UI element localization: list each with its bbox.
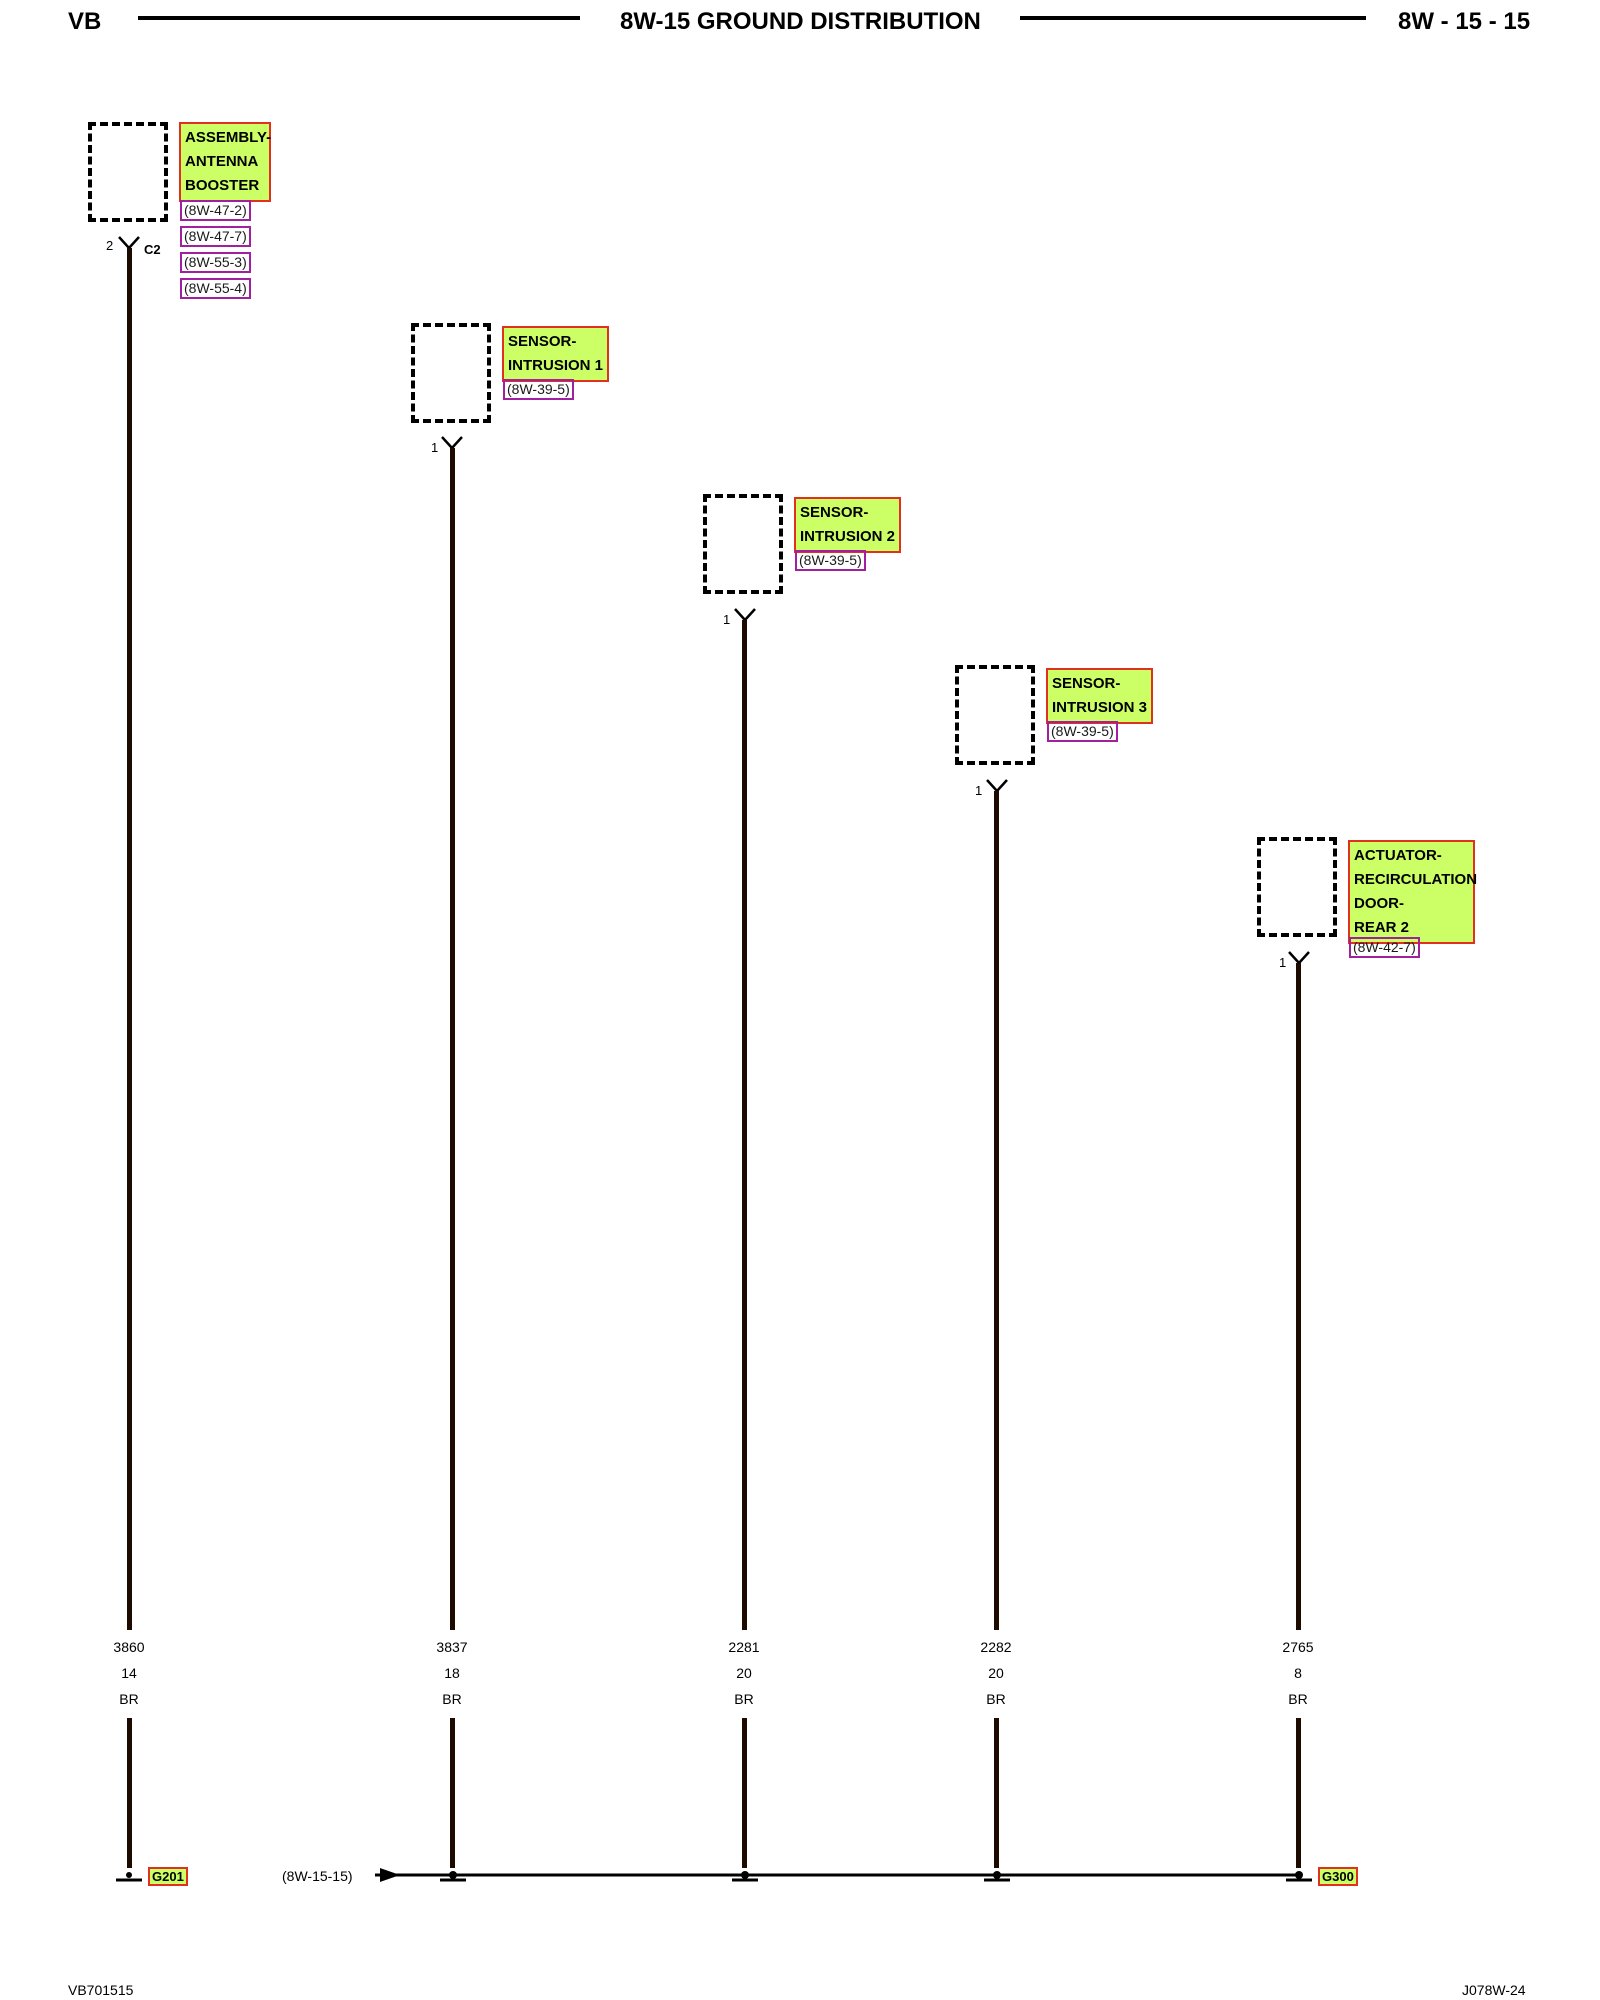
wire-3860-upper bbox=[127, 248, 132, 1630]
component-box-intrusion-2 bbox=[703, 494, 783, 594]
wire-color: BR bbox=[119, 1691, 139, 1707]
ref-link[interactable]: (8W-42-7) bbox=[1349, 937, 1420, 958]
ground-label-g201[interactable]: G201 bbox=[148, 1867, 188, 1886]
page-title: 8W-15 GROUND DISTRIBUTION bbox=[620, 8, 981, 35]
wire-circuit: 3860 bbox=[113, 1639, 145, 1655]
component-label-recirc-actuator[interactable]: ACTUATOR- RECIRCULATION DOOR- REAR 2 bbox=[1348, 840, 1477, 944]
component-label-intrusion-3[interactable]: SENSOR- INTRUSION 3 bbox=[1046, 668, 1154, 724]
bus-splices bbox=[440, 1871, 1312, 1882]
wire-2765-upper bbox=[1296, 963, 1301, 1630]
header-left: VB bbox=[68, 8, 102, 35]
wire-2281-upper bbox=[742, 620, 747, 1630]
wire-circuit: 3837 bbox=[436, 1639, 468, 1655]
wire-3860-lower bbox=[127, 1718, 132, 1868]
wire-gauge: 20 bbox=[988, 1665, 1004, 1681]
wire-2765-lower bbox=[1296, 1718, 1301, 1868]
header-page-number: 8W - 15 - 15 bbox=[1398, 8, 1531, 35]
component-box-antenna-booster bbox=[88, 122, 168, 222]
wire-circuit: 2765 bbox=[1282, 1639, 1314, 1655]
ref-link[interactable]: (8W-47-7) bbox=[180, 226, 251, 247]
ground-label-g300[interactable]: G300 bbox=[1318, 1867, 1358, 1886]
wire-color: BR bbox=[986, 1691, 1006, 1707]
bus-arrow-icon bbox=[380, 1868, 400, 1882]
connector-id: C2 bbox=[144, 242, 161, 257]
wire-gauge: 18 bbox=[444, 1665, 460, 1681]
ref-list-intrusion-1: (8W-39-5) bbox=[503, 379, 574, 405]
pin-number: 1 bbox=[431, 440, 439, 455]
wire-circuit: 2281 bbox=[728, 1639, 760, 1655]
footer-left: VB701515 bbox=[68, 1982, 134, 1998]
wire-2281-lower bbox=[742, 1718, 747, 1868]
splice-dot bbox=[126, 1872, 132, 1878]
ref-link[interactable]: (8W-47-2) bbox=[180, 200, 251, 221]
ref-list-intrusion-2: (8W-39-5) bbox=[795, 550, 866, 576]
wire-gauge: 20 bbox=[736, 1665, 752, 1681]
component-label-intrusion-1[interactable]: SENSOR- INTRUSION 1 bbox=[502, 326, 610, 382]
component-box-intrusion-3 bbox=[955, 665, 1035, 765]
ref-link[interactable]: (8W-39-5) bbox=[1047, 721, 1118, 742]
ref-link[interactable]: (8W-39-5) bbox=[503, 379, 574, 400]
pin-number: 1 bbox=[723, 612, 731, 627]
ref-link[interactable]: (8W-39-5) bbox=[795, 550, 866, 571]
header-rule-right bbox=[1020, 16, 1366, 20]
component-box-recirc-actuator bbox=[1257, 837, 1337, 937]
ref-list-intrusion-3: (8W-39-5) bbox=[1047, 721, 1118, 747]
wire-circuit: 2282 bbox=[980, 1639, 1012, 1655]
wire-color: BR bbox=[442, 1691, 462, 1707]
footer-right: J078W-24 bbox=[1462, 1982, 1526, 1998]
ref-link[interactable]: (8W-55-4) bbox=[180, 278, 251, 299]
pin-number: 1 bbox=[1279, 955, 1287, 970]
wire-color: BR bbox=[734, 1691, 754, 1707]
wire-color: BR bbox=[1288, 1691, 1308, 1707]
wire-2282-lower bbox=[994, 1718, 999, 1868]
component-box-intrusion-1 bbox=[411, 323, 491, 423]
component-label-antenna-booster[interactable]: ASSEMBLY- ANTENNA BOOSTER bbox=[179, 122, 271, 202]
pin-number: 2 bbox=[106, 238, 114, 253]
header-rule-left bbox=[138, 16, 580, 20]
ref-list-recirc-actuator: (8W-42-7) bbox=[1349, 937, 1420, 963]
wire-2282-upper bbox=[994, 791, 999, 1630]
wire-3837-lower bbox=[450, 1718, 455, 1868]
wire-gauge: 14 bbox=[121, 1665, 137, 1681]
bus-page-reference[interactable]: (8W-15-15) bbox=[282, 1868, 353, 1884]
wire-3837-upper bbox=[450, 448, 455, 1630]
component-label-intrusion-2[interactable]: SENSOR- INTRUSION 2 bbox=[794, 497, 902, 553]
ref-link[interactable]: (8W-55-3) bbox=[180, 252, 251, 273]
ref-list-antenna-booster: (8W-47-2) (8W-47-7) (8W-55-3) (8W-55-4) bbox=[180, 200, 251, 304]
pin-number: 1 bbox=[975, 783, 983, 798]
connector-y-marks bbox=[118, 236, 1310, 965]
wire-gauge: 8 bbox=[1294, 1665, 1302, 1681]
